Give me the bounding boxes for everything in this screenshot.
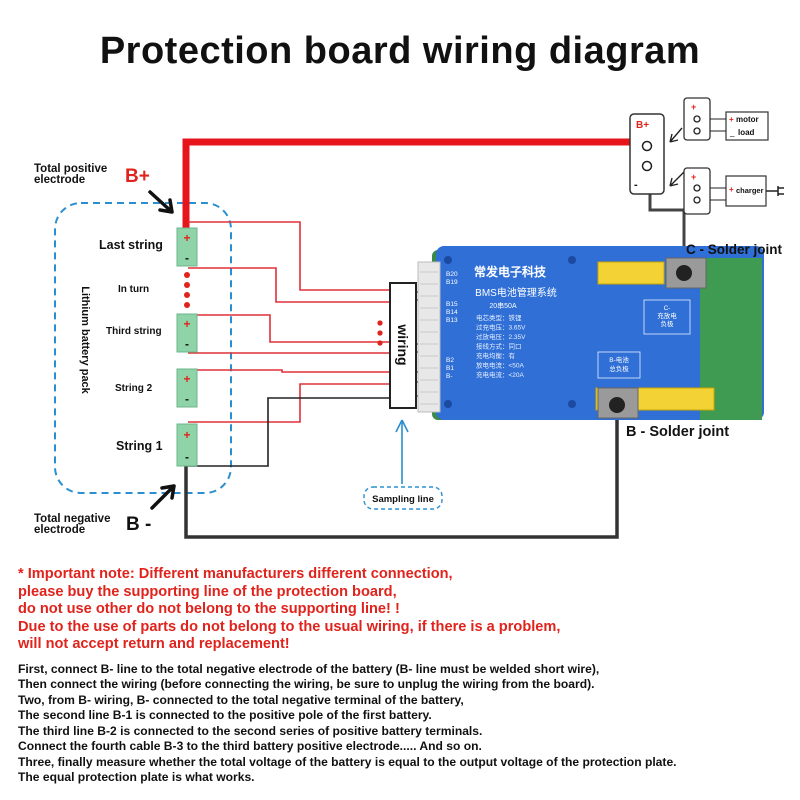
total-positive-label-1: Total positive — [34, 163, 107, 175]
board-spec-line: 过放电压：2.35V — [476, 332, 526, 341]
harness-dots — [377, 320, 383, 346]
cell-string-2: + - — [176, 368, 198, 408]
svg-text:_: _ — [729, 128, 735, 137]
svg-text:+: + — [729, 185, 734, 194]
svg-text:-: - — [185, 251, 189, 265]
arrow-motor-icon — [669, 127, 683, 143]
positive-main-wire — [182, 138, 630, 228]
svg-text:+: + — [729, 115, 734, 124]
instruction-line: First, connect B- line to the total nega… — [18, 661, 600, 676]
board-pin-label: B19 — [446, 279, 458, 286]
plug-icon — [766, 186, 784, 196]
board-spec: 20串50A — [489, 302, 517, 310]
board-pin-label: B1 — [446, 365, 454, 372]
cell-last-string: + - — [176, 227, 198, 267]
svg-text:+: + — [691, 102, 696, 112]
svg-text:-: - — [634, 179, 638, 191]
b-minus-label: B - — [126, 514, 151, 535]
cell-string-1: + - — [176, 423, 198, 467]
instruction-line: The equal protection plate is what works… — [18, 770, 255, 785]
bms-board: 常发电子科技 BMS电池管理系统 20串50A 电芯类型：铁锂过充电压：3.65… — [417, 246, 764, 420]
motor-load-box — [725, 111, 769, 141]
important-line: * Important note: Different manufacturer… — [18, 566, 453, 582]
instruction-line: Two, from B- wiring, B- connected to the… — [18, 692, 464, 707]
label-string-1: String 1 — [116, 439, 163, 453]
notes-section: * Important note: Different manufacturer… — [18, 566, 788, 786]
board-c-box: C-充放电负极 — [657, 305, 677, 328]
wiring-diagram: Lithium battery pack + - + - — [34, 97, 784, 539]
wiring-label: wiring — [395, 323, 411, 365]
board-spec-line: 过充电压：3.65V — [476, 323, 526, 332]
board-b-box: B-电池总负极 — [609, 355, 629, 373]
instruction-line: Three, finally measure whether the total… — [18, 754, 677, 769]
terminal-hole-top — [641, 140, 653, 152]
board-pin-label: B- — [446, 373, 453, 380]
sampling-line-box — [363, 486, 443, 510]
charger-label: charger — [736, 186, 764, 195]
label-in-turn: In turn — [118, 284, 149, 295]
svg-text:-: - — [185, 392, 189, 406]
svg-text:+: + — [183, 317, 190, 331]
label-last-string: Last string — [99, 238, 163, 252]
important-line: please buy the supporting line of the pr… — [18, 583, 397, 600]
instruction-line: Then connect the wiring (before connecti… — [18, 677, 595, 692]
load-label: load — [738, 128, 755, 137]
label-third-string: Third string — [106, 326, 162, 337]
board-pin-label: B15 — [446, 301, 458, 308]
board-title: BMS电池管理系统 — [475, 286, 557, 299]
svg-text:+: + — [183, 372, 190, 386]
board-pin-label: B13 — [446, 317, 458, 324]
board-spec-line: 电芯类型：铁锂 — [476, 313, 522, 322]
b-plus-label: B+ — [125, 166, 150, 187]
board-specs: 电芯类型：铁锂过充电压：3.65V过放电压：2.35V接线方式：同口充电均衡：有… — [476, 313, 526, 379]
cell-third-string: + - — [176, 313, 198, 353]
negative-main-wire — [184, 420, 619, 539]
board-pin-label: B14 — [446, 309, 458, 316]
board-pin-label: B2 — [446, 357, 454, 364]
wiring-harness — [389, 282, 417, 409]
svg-text:+: + — [183, 428, 190, 442]
board-spec-line: 充电电流：<20A — [476, 370, 525, 379]
svg-text:+: + — [183, 231, 190, 245]
sampling-line-label: Sampling line — [372, 494, 434, 505]
c-solder-joint-label: C - Solder joint — [686, 242, 783, 257]
total-positive-label-2: electrode — [34, 174, 85, 186]
motor-label: motor — [736, 115, 759, 124]
battery-pack-outline — [54, 202, 232, 494]
sampling-arrow-icon — [395, 419, 409, 484]
total-negative-label-1: Total negative — [34, 513, 110, 525]
instruction-line: The second line B-1 is connected to the … — [18, 708, 432, 723]
sense-wires — [188, 221, 392, 423]
important-line: will not accept return and replacement! — [18, 636, 290, 653]
total-negative-label-2: electrode — [34, 524, 85, 536]
b-solder-joint-label: B - Solder joint — [626, 424, 729, 440]
label-string-2: String 2 — [115, 383, 153, 394]
page-title: Protection board wiring diagram — [99, 30, 701, 72]
charger-box — [725, 175, 767, 207]
board-brand: 常发电子科技 — [474, 264, 547, 279]
arrow-charger-icon — [669, 171, 685, 187]
sense-wire-negative — [188, 397, 392, 467]
svg-text:-: - — [185, 450, 189, 464]
svg-text:+: + — [691, 172, 696, 182]
board-pin-label: B20 — [446, 271, 458, 278]
in-turn-dots — [184, 272, 190, 308]
terminal-hole-bottom — [641, 160, 653, 172]
instructions: First, connect B- line to the total nega… — [18, 662, 788, 786]
instruction-line: The third line B-2 is connected to the s… — [18, 723, 483, 738]
arrow-negative-icon — [150, 484, 176, 510]
instruction-line: Connect the fourth cable B-3 to the thir… — [18, 739, 482, 754]
svg-text:-: - — [185, 337, 189, 351]
important-line: do not use other do not belong to the su… — [18, 601, 400, 618]
important-line: Due to the use of parts do not belong to… — [18, 618, 561, 635]
terminal-bplus-label: B+ — [636, 120, 649, 131]
important-note: * Important note: Different manufacturer… — [18, 566, 788, 654]
board-spec-line: 放电电流：<50A — [476, 361, 525, 370]
board-spec-line: 充电均衡：有 — [476, 351, 516, 360]
board-spec-line: 接线方式：同口 — [476, 342, 522, 351]
pack-label: Lithium battery pack — [79, 286, 91, 394]
bplus-terminal-block — [629, 113, 665, 195]
arrow-positive-icon — [148, 190, 174, 214]
